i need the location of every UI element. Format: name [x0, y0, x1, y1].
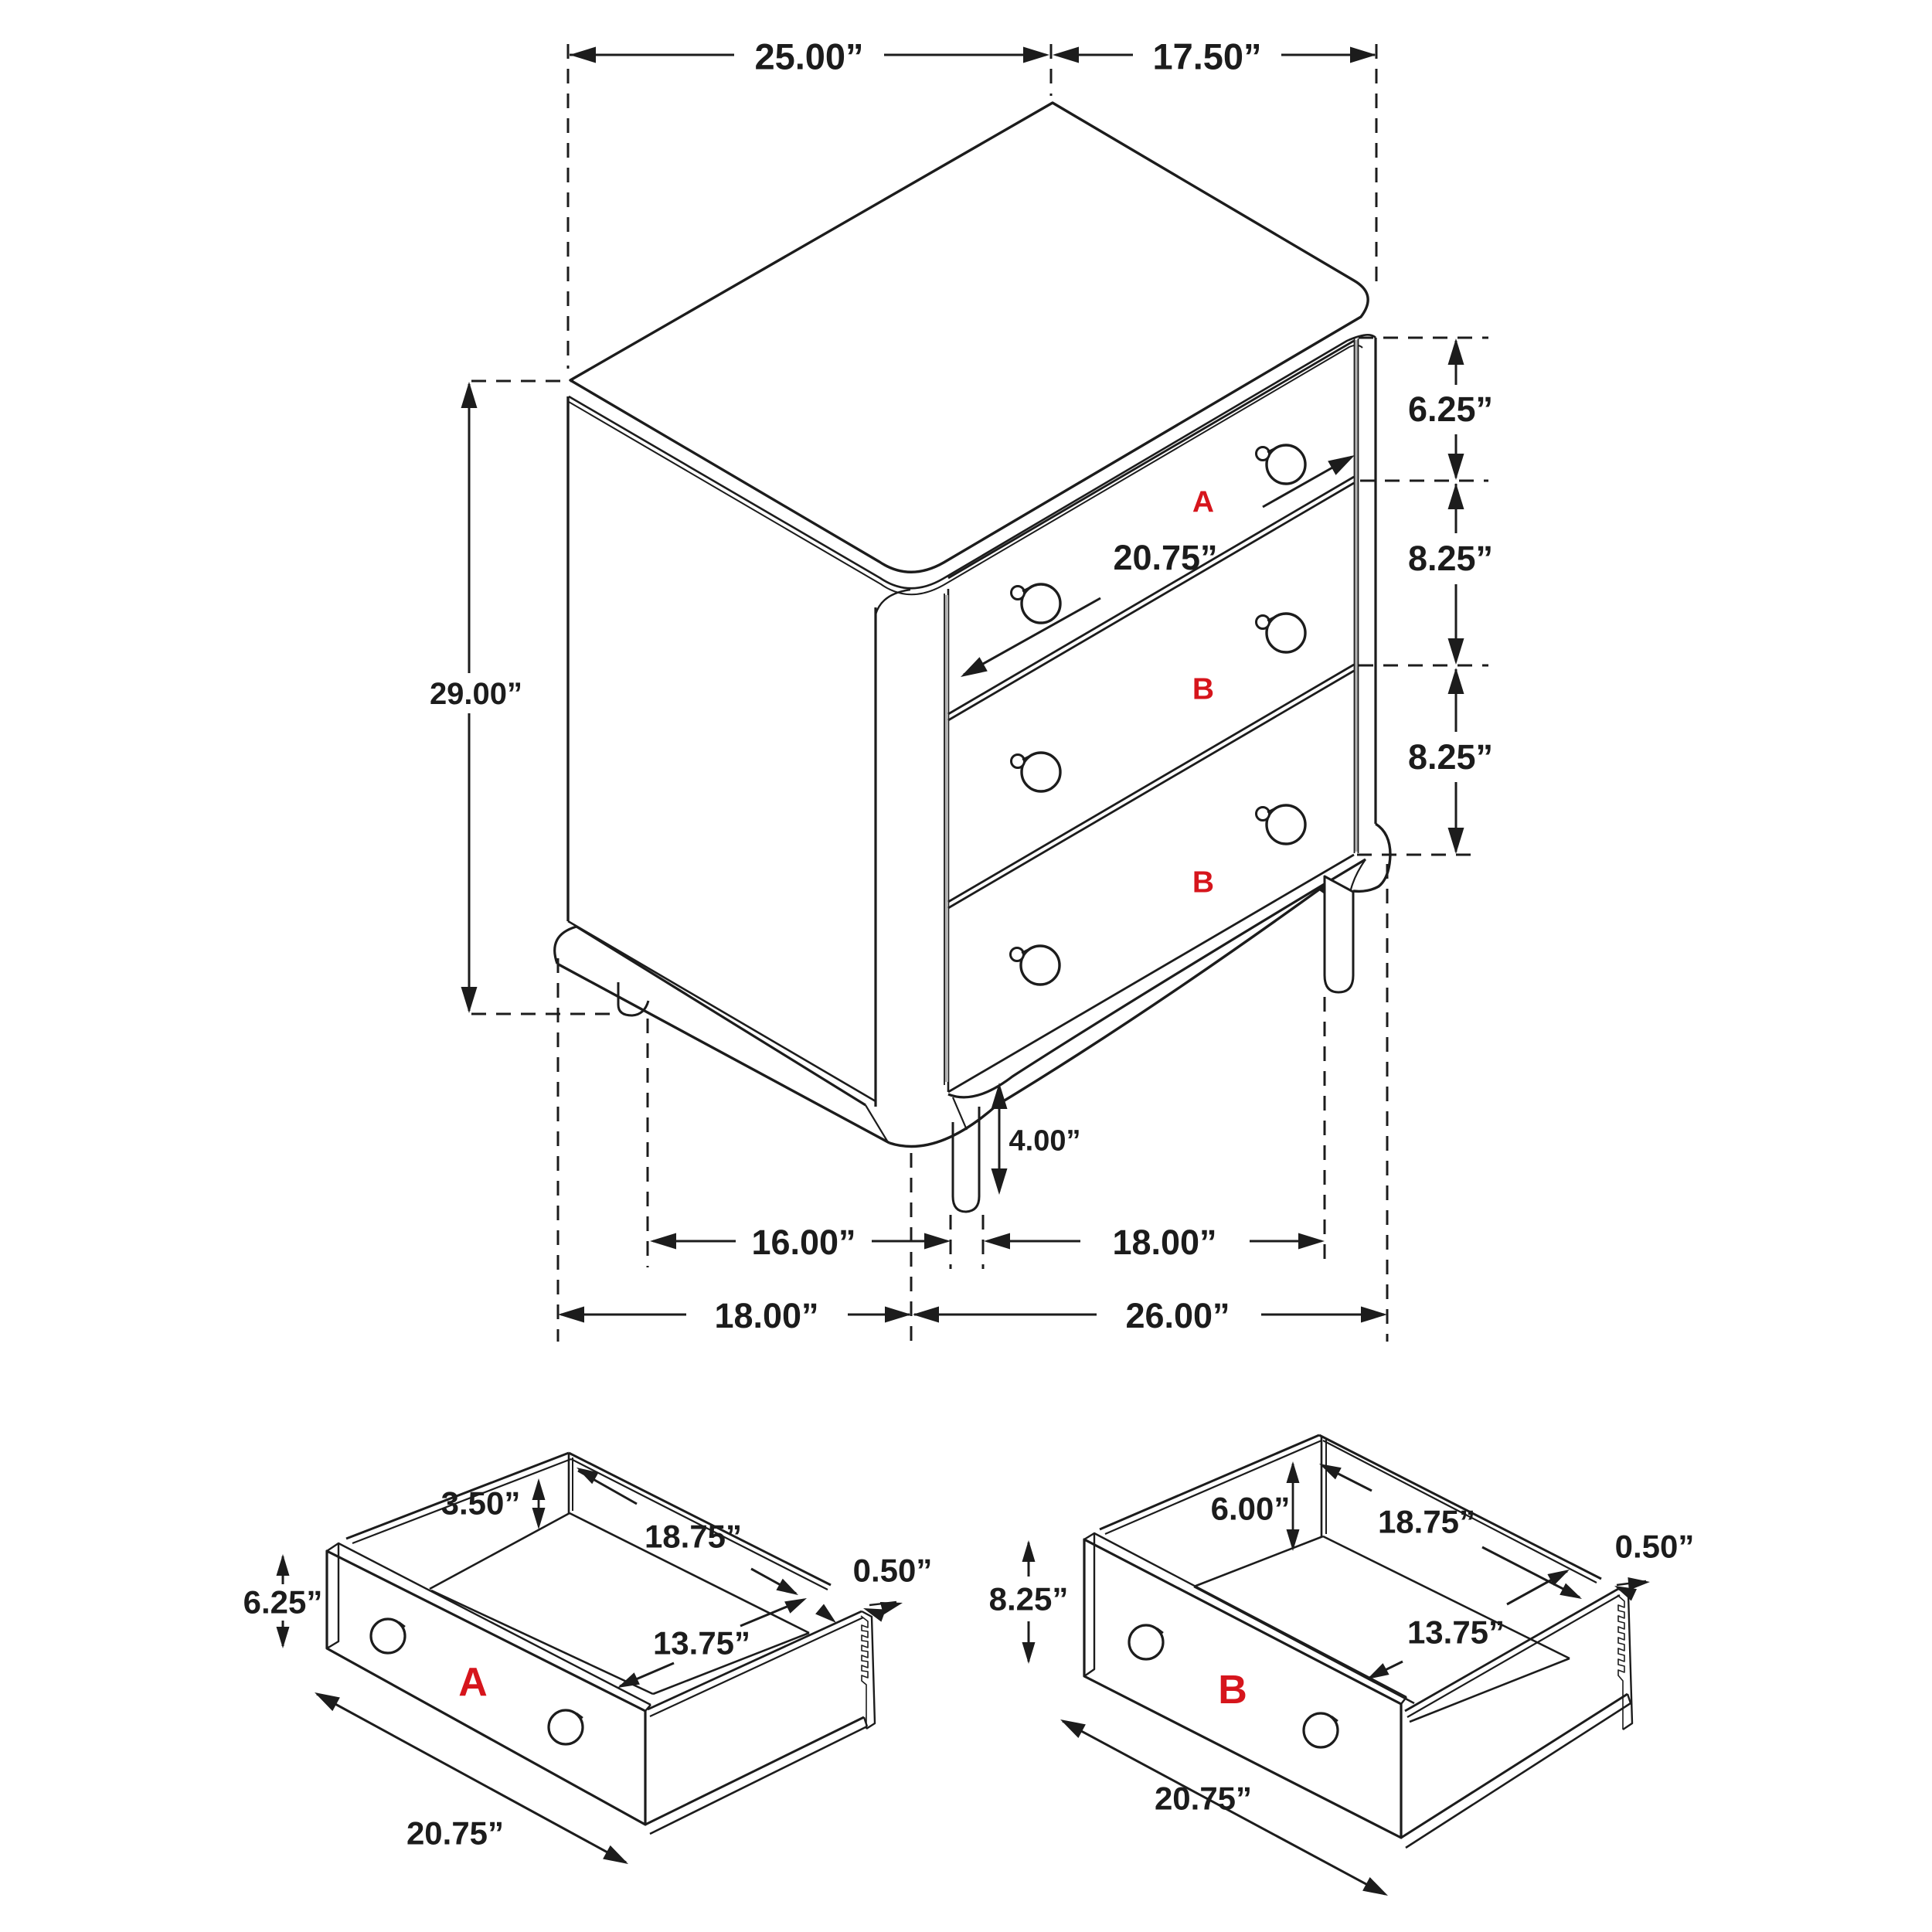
svg-text:3.50”: 3.50” — [441, 1485, 521, 1522]
svg-text:A: A — [458, 1660, 488, 1705]
svg-text:29.00”: 29.00” — [430, 677, 522, 711]
svg-text:B: B — [1192, 673, 1214, 706]
svg-text:B: B — [1218, 1668, 1247, 1713]
svg-text:20.75”: 20.75” — [1113, 538, 1217, 577]
svg-text:25.00”: 25.00” — [754, 36, 863, 77]
svg-text:17.50”: 17.50” — [1152, 36, 1261, 77]
svg-text:4.00”: 4.00” — [1009, 1124, 1081, 1157]
svg-text:16.00”: 16.00” — [751, 1223, 855, 1262]
svg-text:20.75”: 20.75” — [1155, 1781, 1252, 1817]
svg-text:8.25”: 8.25” — [1408, 737, 1493, 777]
svg-text:18.00”: 18.00” — [1112, 1223, 1216, 1262]
svg-text:A: A — [1192, 486, 1214, 519]
svg-text:18.75”: 18.75” — [645, 1519, 742, 1555]
svg-text:B: B — [1192, 866, 1214, 900]
svg-text:8.25”: 8.25” — [989, 1581, 1069, 1617]
svg-text:26.00”: 26.00” — [1125, 1296, 1230, 1335]
svg-text:18.75”: 18.75” — [1378, 1504, 1475, 1540]
svg-text:6.25”: 6.25” — [243, 1584, 323, 1621]
svg-text:13.75”: 13.75” — [653, 1625, 750, 1662]
svg-text:18.00”: 18.00” — [714, 1296, 818, 1335]
svg-text:8.25”: 8.25” — [1408, 539, 1493, 578]
svg-text:0.50”: 0.50” — [853, 1553, 933, 1589]
svg-text:0.50”: 0.50” — [1615, 1529, 1695, 1565]
svg-text:6.00”: 6.00” — [1211, 1491, 1291, 1527]
svg-text:13.75”: 13.75” — [1407, 1614, 1505, 1651]
svg-text:6.25”: 6.25” — [1408, 389, 1493, 429]
svg-text:20.75”: 20.75” — [406, 1815, 504, 1852]
